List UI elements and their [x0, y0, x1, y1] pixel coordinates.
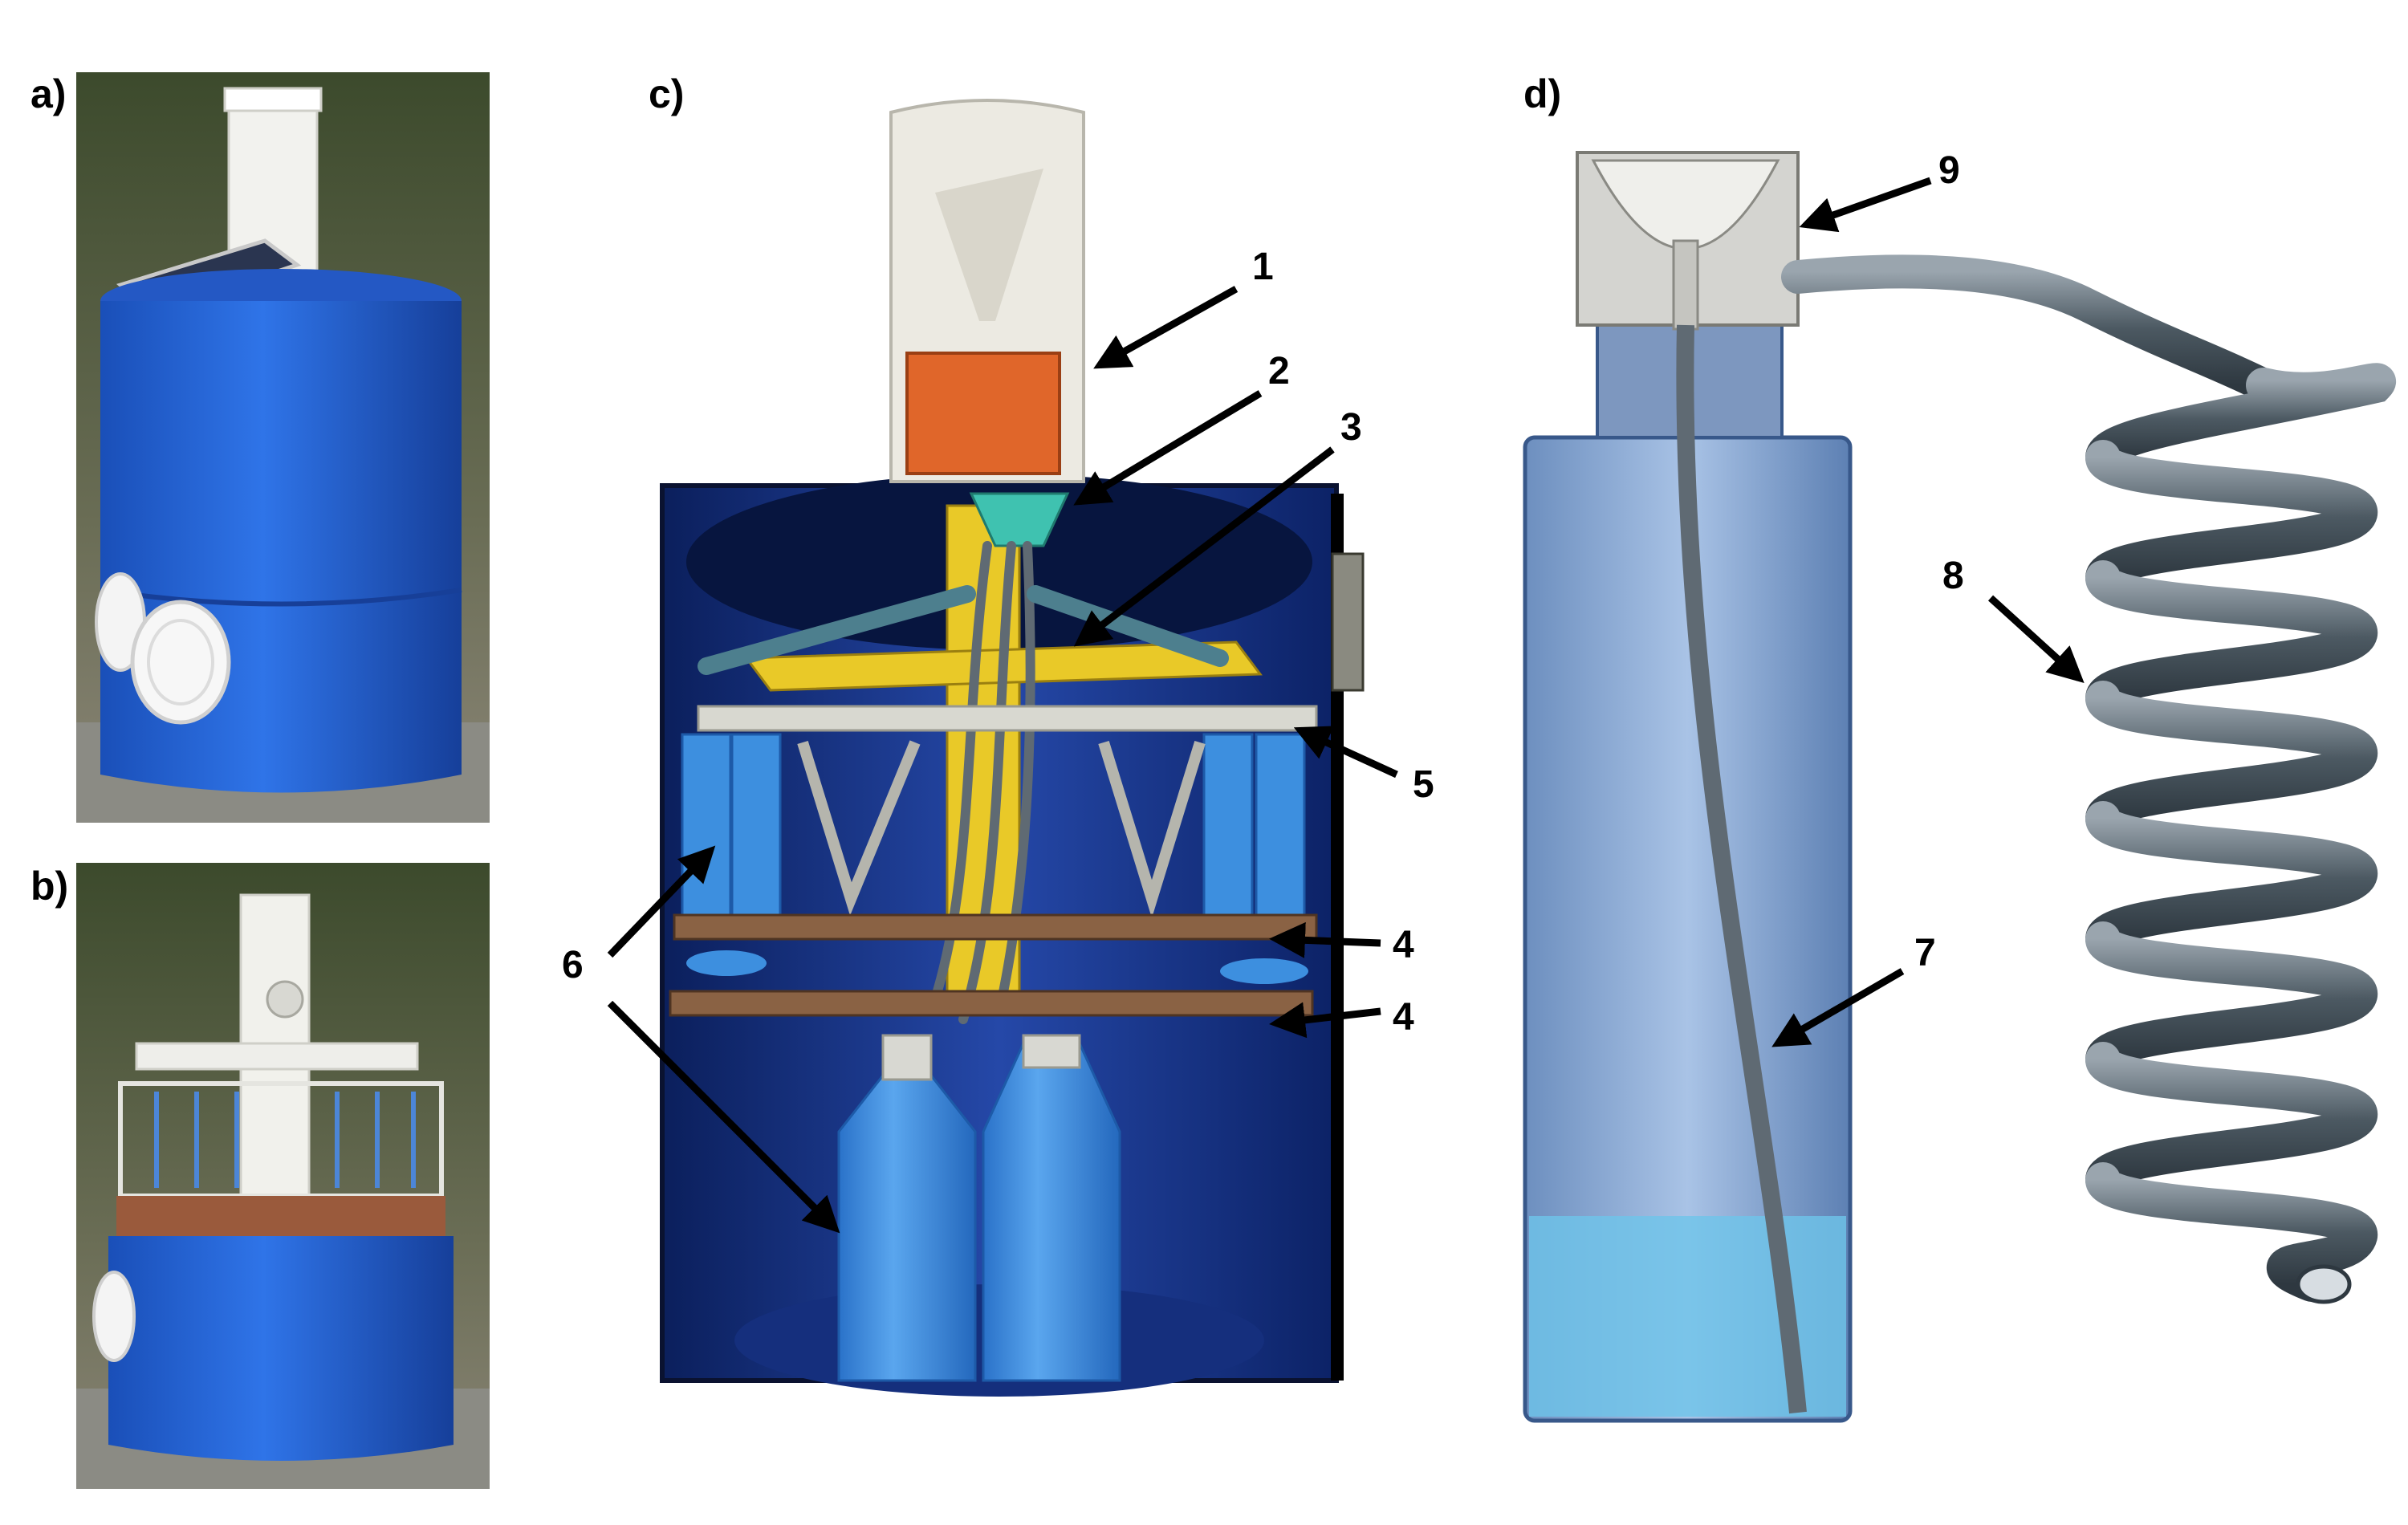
panel-a-photo	[76, 72, 490, 823]
upper-tray	[697, 705, 1318, 732]
barrel-seam	[100, 588, 462, 607]
panel-label-c: c)	[649, 71, 685, 116]
wooden-tray-lower	[669, 990, 1314, 1017]
callout-4b: 4	[1393, 996, 1414, 1039]
callout-8: 8	[1942, 555, 1964, 597]
bottle-cap-right	[1022, 1034, 1081, 1069]
bottle-rack	[154, 1092, 416, 1188]
coil-outlet	[2296, 1264, 2352, 1304]
arrow-4b	[1269, 1002, 1381, 1039]
arrow-7	[1771, 968, 1905, 1047]
small-bottles	[681, 733, 1306, 917]
wooden-tray-upper	[673, 913, 1318, 941]
large-bottle-left	[837, 1074, 977, 1382]
distribution-arms	[698, 585, 1229, 675]
large-bottle-right	[982, 1042, 1121, 1382]
arrow-3	[1073, 446, 1335, 647]
rotor-hub	[266, 980, 304, 1019]
arrow-9	[1799, 177, 1932, 233]
vent-coil	[2085, 363, 2396, 1302]
callout-4: 4	[1393, 924, 1414, 966]
arrow-4a	[1269, 921, 1381, 958]
sample-tubes	[926, 541, 1035, 1024]
inlet-cap	[223, 87, 323, 112]
arrow-2	[1073, 390, 1263, 506]
callout-arrows	[607, 177, 2085, 1234]
orange-funnel	[905, 352, 1061, 475]
side-port-ring	[147, 619, 214, 706]
arrow-5	[1293, 726, 1398, 779]
vent-tube	[1781, 254, 2280, 402]
panel-c-cutaway	[660, 99, 1365, 1397]
arrow-8	[1987, 595, 2085, 684]
housing-shadow	[1331, 494, 1344, 1381]
callout-2: 2	[1268, 350, 1290, 392]
collection-funnel	[686, 950, 767, 976]
panel-label-b: b)	[31, 864, 69, 909]
panel-d-sampler	[1523, 151, 2396, 1423]
arrow-6a	[607, 845, 716, 958]
barrel-body	[100, 301, 462, 793]
callout-5: 5	[1413, 763, 1434, 806]
side-port-left	[92, 1271, 136, 1362]
funnel-stem	[1672, 239, 1699, 331]
callout-3: 3	[1340, 406, 1362, 449]
collection-funnel	[1220, 958, 1308, 984]
arrow-6b	[607, 1000, 840, 1234]
inlet-funnel	[935, 169, 1043, 321]
barrel-body	[108, 1236, 454, 1461]
arrow-1	[1093, 286, 1239, 369]
intake-tube	[1676, 324, 1807, 1414]
callout-7: 7	[1914, 932, 1936, 974]
callout-1: 1	[1252, 246, 1274, 288]
rack-struts	[797, 740, 1206, 918]
callout-9: 9	[1938, 149, 1960, 192]
panel-label-d: d)	[1523, 71, 1562, 116]
panel-label-a: a)	[31, 71, 67, 116]
bottle-cap-left	[881, 1034, 933, 1081]
carousel-tray	[116, 1196, 445, 1240]
distribution-manifold	[969, 492, 1070, 547]
callout-6: 6	[562, 944, 584, 986]
distribution-arms	[135, 1042, 419, 1071]
panel-b-photo	[76, 863, 490, 1489]
electronics-box	[1331, 552, 1365, 692]
